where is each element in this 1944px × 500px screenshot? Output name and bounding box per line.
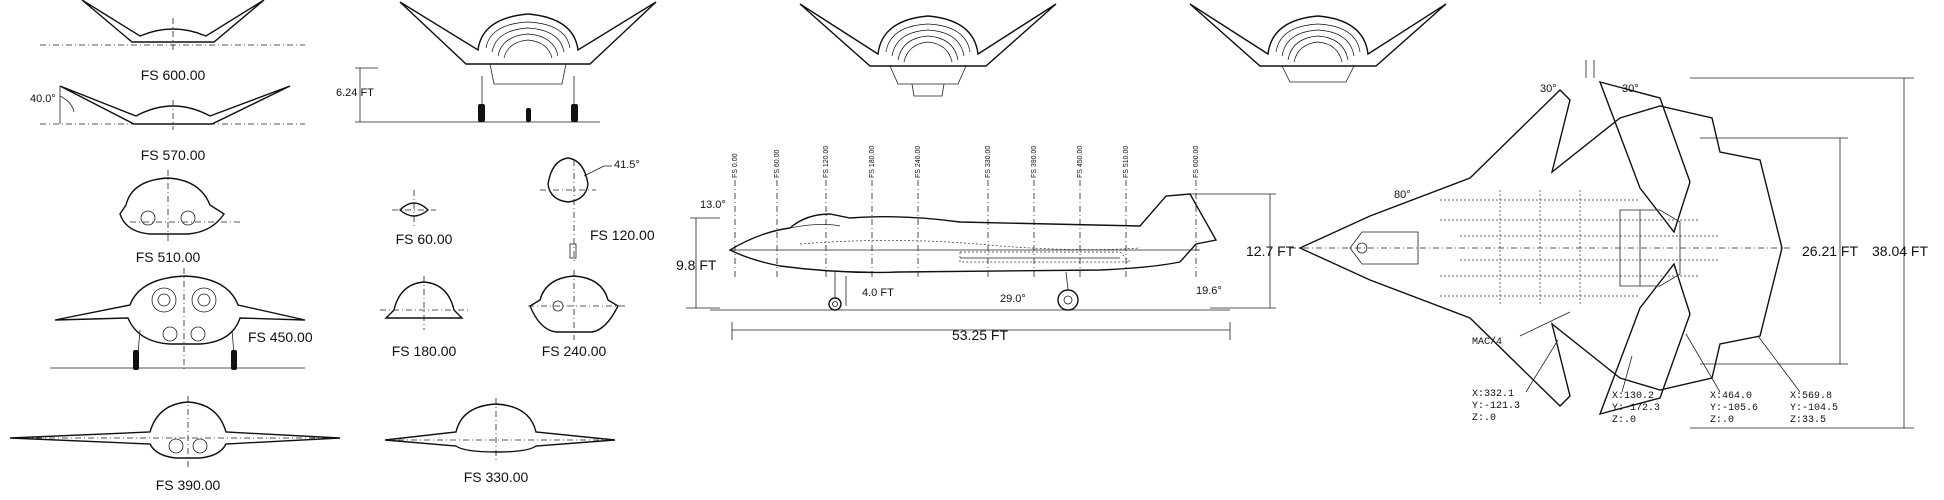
side-height-left: 9.8 FT	[676, 257, 717, 273]
mac-label: MAC/4	[1472, 336, 1502, 348]
station-label: FS 0.00	[732, 153, 739, 178]
tail-cant-angle: 40.0°	[30, 93, 56, 105]
fs510-label: FS 510.00	[136, 249, 201, 265]
section-fs180: FS 180.00	[380, 276, 468, 359]
sweep-angle-b: 30°	[1622, 83, 1639, 95]
station-label: FS 600.00	[1193, 146, 1200, 178]
sec120-angle: 41.5°	[614, 159, 640, 171]
station-label: FS 510.00	[1123, 146, 1130, 178]
point2-z: Z:.0	[1612, 415, 1636, 426]
section-fs570: 40.0° FS 570.00	[30, 85, 305, 163]
nose-angle: 13.0°	[700, 199, 726, 211]
point1-z: Z:.0	[1472, 413, 1496, 424]
fs120-label: FS 120.00	[590, 227, 655, 243]
point3-x: X:464.0	[1710, 391, 1752, 402]
point3-z: Z:.0	[1710, 415, 1734, 426]
fs390-label: FS 390.00	[156, 477, 221, 493]
station-label: FS 120.00	[823, 146, 830, 178]
section-fs450: FS 450.00	[50, 268, 313, 372]
fs600-label: FS 600.00	[141, 67, 206, 83]
section-fs120: 41.5° FS 120.00	[540, 157, 655, 262]
point4-x: X:569.8	[1790, 391, 1832, 402]
section-fs600: FS 600.00	[40, 0, 305, 83]
point3-y: Y:-105.6	[1710, 403, 1758, 414]
fs240-label: FS 240.00	[542, 343, 607, 359]
section-fs390: FS 390.00	[9, 396, 341, 493]
front-view-3	[1189, 3, 1447, 83]
point1-y: Y:-121.3	[1472, 401, 1520, 412]
span-total: 38.04 FT	[1872, 243, 1928, 259]
planform-view: 30° 30° 80° 26.21 FT 38.04 FT MAC/4 X:33…	[1290, 60, 1928, 429]
front-view-gear-down: 6.24 FT	[336, 1, 657, 123]
fs330-label: FS 330.00	[464, 469, 529, 485]
fs450-label: FS 450.00	[248, 329, 313, 345]
station-label: FS 450.00	[1077, 146, 1084, 178]
tail-up-angle: 19.6°	[1196, 285, 1222, 297]
point4-z: Z:33.5	[1790, 415, 1826, 426]
point4-y: Y:-104.5	[1790, 403, 1838, 414]
sweep-angle-a: 30°	[1540, 83, 1557, 95]
sweep-inner-angle: 80°	[1394, 189, 1411, 201]
front-height-dim: 6.24 FT	[336, 87, 374, 99]
point2-y: Y:-172.3	[1612, 403, 1660, 414]
fs570-label: FS 570.00	[141, 147, 206, 163]
fs180-label: FS 180.00	[392, 343, 457, 359]
side-length-dim: 53.25 FT	[952, 327, 1008, 343]
side-gear-dim: 4.0 FT	[862, 287, 894, 299]
station-label: FS 240.00	[915, 146, 922, 178]
station-label: FS 180.00	[869, 146, 876, 178]
gear-angle: 29.0°	[1000, 293, 1026, 305]
side-height-right: 12.7 FT	[1246, 243, 1295, 259]
side-view: FS 0.00 FS 60.00 FS 120.00 FS 180.00 FS …	[676, 146, 1295, 343]
span-tail: 26.21 FT	[1802, 243, 1858, 259]
section-fs330: FS 330.00	[384, 398, 616, 485]
point1-x: X:332.1	[1472, 389, 1514, 400]
section-fs240: FS 240.00	[528, 270, 628, 359]
front-view-2	[799, 3, 1057, 97]
section-fs60: FS 60.00	[392, 190, 453, 247]
station-label: FS 330.00	[985, 146, 992, 178]
fs60-label: FS 60.00	[396, 231, 453, 247]
station-label: FS 390.00	[1031, 146, 1038, 178]
station-label: FS 60.00	[774, 149, 781, 178]
section-fs510: FS 510.00	[119, 170, 240, 265]
point2-x: X:130.2	[1612, 391, 1654, 402]
